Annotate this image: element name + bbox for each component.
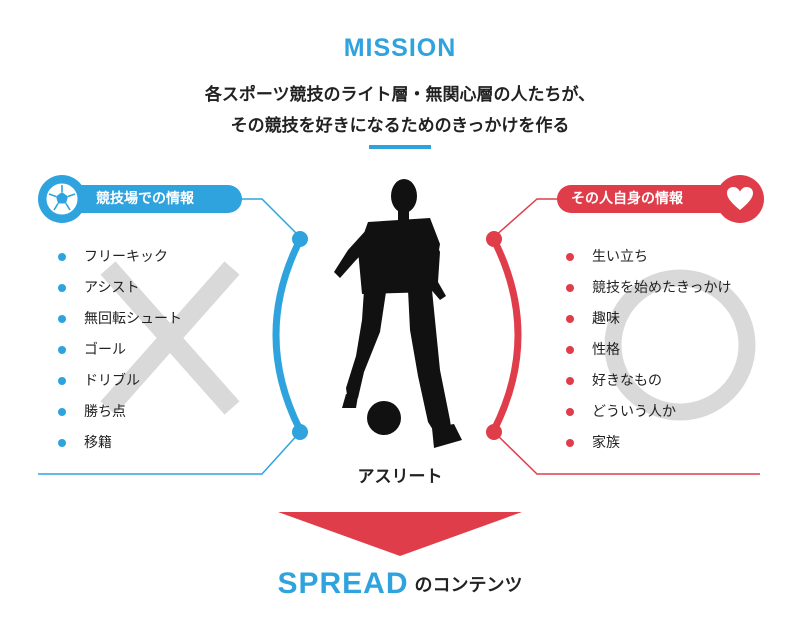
left-panel-label: 競技場での情報 (96, 191, 194, 207)
list-item: ゴール (58, 341, 182, 372)
list-item: 競技を始めたきっかけ (566, 279, 731, 310)
list-item: どういう人か (566, 403, 731, 434)
right-connectors (493, 198, 760, 475)
soccer-player-silhouette-icon (334, 179, 462, 448)
right-bracket (490, 236, 522, 434)
list-item: ドリブル (58, 372, 182, 403)
left-bracket-top-dot (292, 231, 308, 247)
left-bracket-bottom-dot (292, 424, 308, 440)
list-item: 無回転シュート (58, 310, 182, 341)
left-bracket (272, 236, 304, 434)
list-item: アシスト (58, 279, 182, 310)
left-panel-header: 競技場での情報 (60, 185, 242, 213)
soccer-ball-icon (46, 183, 78, 215)
right-panel-badge (716, 175, 764, 223)
cross-mark (100, 261, 240, 415)
mission-divider (369, 145, 431, 149)
soccer-ball-icon (367, 401, 401, 435)
mission-line-1: 各スポーツ競技のライト層・無関心層の人たちが、 (204, 85, 596, 105)
spread-suffix: のコンテンツ (414, 575, 523, 596)
list-item: 移籍 (58, 434, 182, 465)
left-panel-badge (38, 175, 86, 223)
right-panel-header: その人自身の情報 (557, 185, 739, 213)
right-bracket-bottom-dot (486, 424, 502, 440)
list-item: 性格 (566, 341, 731, 372)
athlete-label: アスリート (357, 467, 443, 487)
circle-mark (604, 269, 756, 421)
mission-statement: 各スポーツ競技のライト層・無関心層の人たちが、 その競技を好きになるためのきっか… (0, 80, 800, 142)
heart-icon (727, 187, 753, 210)
right-panel-label: その人自身の情報 (571, 191, 683, 207)
right-bracket-top-dot (486, 231, 502, 247)
mission-line-2: その競技を好きになるためのきっかけを作る (230, 116, 570, 136)
left-info-list: フリーキック アシスト 無回転シュート ゴール ドリブル 勝ち点 移籍 (58, 248, 182, 465)
right-info-list: 生い立ち 競技を始めたきっかけ 趣味 性格 好きなもの どういう人か 家族 (566, 248, 731, 465)
list-item: 趣味 (566, 310, 731, 341)
list-item: 勝ち点 (58, 403, 182, 434)
down-arrow (278, 512, 522, 556)
spread-word: SPREAD (277, 567, 409, 600)
list-item: フリーキック (58, 248, 182, 279)
list-item: 家族 (566, 434, 731, 465)
list-item: 生い立ち (566, 248, 731, 279)
mission-title: MISSION (343, 34, 457, 62)
left-connectors (38, 198, 301, 475)
list-item: 好きなもの (566, 372, 731, 403)
